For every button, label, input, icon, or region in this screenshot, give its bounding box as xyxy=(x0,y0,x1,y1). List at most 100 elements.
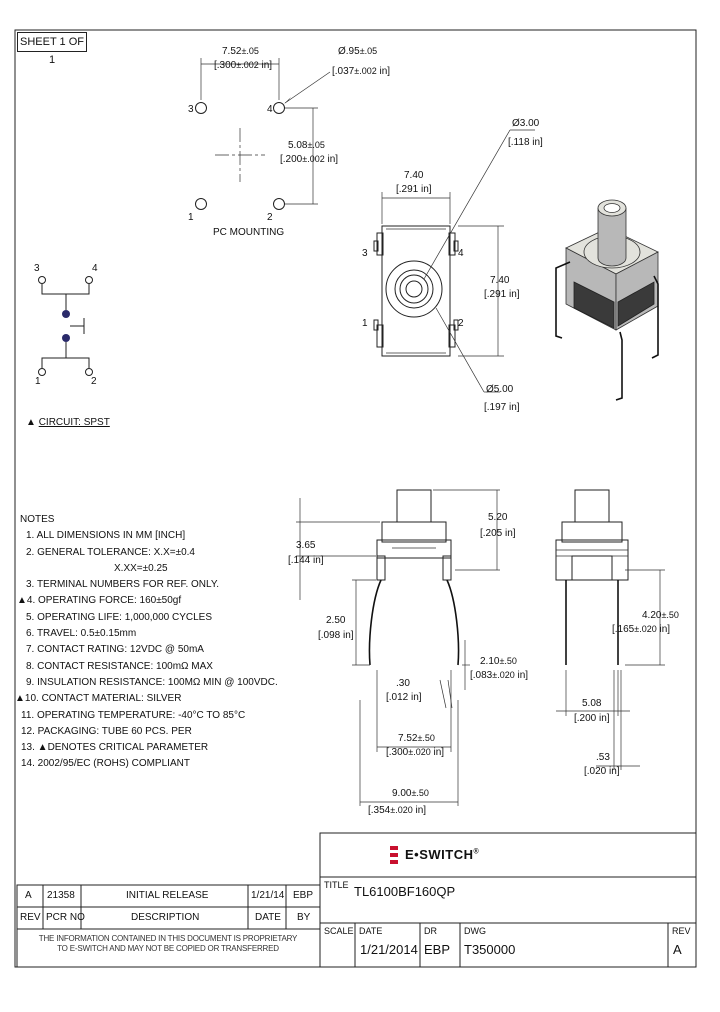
side-pin-length-in: [.098 in] xyxy=(318,630,354,641)
note-item: 6. TRAVEL: 0.5±0.15mm xyxy=(26,628,137,640)
note-item: 12. PACKAGING: TUBE 60 PCS. PER xyxy=(21,725,192,737)
pcb-pitch-y: 5.08±.05 xyxy=(288,140,325,151)
side-pin-offset-in: [.083±.020 in] xyxy=(470,670,529,681)
side-total-height: 5.20 xyxy=(488,512,508,523)
top-height: 7.40 xyxy=(490,275,510,286)
top-height-in: [.291 in] xyxy=(484,289,520,300)
title-value: TL6100BF160QP xyxy=(354,884,456,899)
confidential-notice: THE INFORMATION CONTAINED IN THIS DOCUME… xyxy=(38,934,298,953)
pcb-pin-4: 4 xyxy=(267,104,273,115)
pcb-hole-dia: Ø.95±.05 xyxy=(338,46,378,57)
brand-logo: E•SWITCH® xyxy=(405,847,480,862)
note-item: 8. CONTACT RESISTANCE: 100mΩ MAX xyxy=(26,660,213,672)
title-label: TITLE xyxy=(324,880,349,890)
circuit-pin-1: 1 xyxy=(35,376,41,387)
pcb-hole-dia-in: [.037±.002 in] xyxy=(332,66,391,77)
date-header: DATE xyxy=(255,912,281,923)
pcb-pitch-x: 7.52±.05 xyxy=(222,46,259,57)
notes-heading: NOTES xyxy=(20,514,55,525)
side-pin-spacing-in: [.300±.020 in] xyxy=(386,747,445,758)
circuit-schematic xyxy=(38,276,93,376)
dwg-value: T350000 xyxy=(464,942,516,957)
critical-flag: ▲ xyxy=(15,693,25,705)
top-pin-2: 2 xyxy=(458,318,464,329)
note-item: 5. OPERATING LIFE: 1,000,000 CYCLES xyxy=(26,611,213,623)
rev-header: REV xyxy=(20,912,41,923)
date-value: 1/21/2014 xyxy=(360,942,418,957)
top-pin-4: 4 xyxy=(458,248,464,259)
pcb-hole-1 xyxy=(195,198,207,210)
end-view xyxy=(555,489,665,770)
note-item: 2. GENERAL TOLERANCE: X.X=±0.4 xyxy=(26,546,195,558)
top-width-in: [.291 in] xyxy=(396,184,432,195)
top-width: 7.40 xyxy=(404,170,424,181)
isometric-view xyxy=(555,199,659,401)
dr-value: EBP xyxy=(424,942,451,957)
circuit-pin-4: 4 xyxy=(92,263,98,274)
top-pin-1: 1 xyxy=(362,318,368,329)
side-pin-spacing: 7.52±.50 xyxy=(398,733,435,744)
pcb-footprint xyxy=(195,58,331,210)
pcb-pitch-y-in: [.200±.002 in] xyxy=(280,154,339,165)
notes-block: NOTES 1. ALL DIMENSIONS IN MM [INCH] 2. … xyxy=(15,512,278,773)
cap-dia-in: [.197 in] xyxy=(484,402,520,413)
pcb-mounting-label: PC MOUNTING xyxy=(213,227,285,238)
note-item: 9. INSULATION RESISTANCE: 100MΩ MIN @ 10… xyxy=(26,676,278,688)
title-block-lines xyxy=(16,832,697,968)
side-body-height: 3.65 xyxy=(296,540,316,551)
sheet-border xyxy=(14,29,697,968)
side-total-height-in: [.205 in] xyxy=(480,528,516,539)
note-item: 13. ▲DENOTES CRITICAL PARAMETER xyxy=(21,742,209,754)
dr-label: DR xyxy=(424,926,437,936)
pcb-hole-4 xyxy=(273,102,285,114)
pcb-pitch-x-in: [.300±.002 in] xyxy=(214,60,273,71)
dwg-label: DWG xyxy=(464,926,486,936)
rev-cell: A xyxy=(25,890,32,901)
circuit-label: ▲ CIRCUIT: SPST xyxy=(26,417,110,428)
side-pin-thk: .30 xyxy=(396,678,410,689)
end-pin-spacing: 5.08 xyxy=(582,698,602,709)
end-pin-height-in: [.165±.020 in] xyxy=(612,624,671,635)
pcr-cell: 21358 xyxy=(47,890,75,901)
note-item: 11. OPERATING TEMPERATURE: -40°C TO 85°C xyxy=(21,709,246,721)
scale-label: SCALE xyxy=(324,926,354,936)
sheet-number: SHEET 1 OF 1 xyxy=(17,32,87,66)
pcb-pin-3: 3 xyxy=(188,104,194,115)
by-cell: EBP xyxy=(293,890,314,901)
top-pin-3: 3 xyxy=(362,248,368,259)
pcb-hole-3 xyxy=(195,102,207,114)
side-pin-offset: 2.10±.50 xyxy=(480,656,517,667)
rev-label: REV xyxy=(672,926,691,936)
note-item: ▲10. CONTACT MATERIAL: SILVER xyxy=(15,693,182,705)
note-item: 1. ALL DIMENSIONS IN MM [INCH] xyxy=(26,530,186,542)
note-item: 3. TERMINAL NUMBERS FOR REF. ONLY. xyxy=(26,579,220,591)
circuit-pin-2: 2 xyxy=(91,376,97,387)
side-pin-thk-in: [.012 in] xyxy=(386,692,422,703)
cap-dia: Ø5.00 xyxy=(486,384,514,395)
note-item: X.XX=±0.25 xyxy=(114,562,168,574)
desc-header: DESCRIPTION xyxy=(131,912,200,923)
pcb-pin-1: 1 xyxy=(188,212,194,223)
pcr-header: PCR NO xyxy=(46,912,85,923)
side-overall-width-in: [.354±.020 in] xyxy=(368,805,427,816)
by-header: BY xyxy=(297,912,311,923)
note-item: ▲4. OPERATING FORCE: 160±50gf xyxy=(17,595,182,607)
end-pin-width-in: [.020 in] xyxy=(584,766,620,777)
note-item: 7. CONTACT RATING: 12VDC @ 50mA xyxy=(26,644,204,656)
pcb-pin-2: 2 xyxy=(267,212,273,223)
note-item: 14. 2002/95/EC (ROHS) COMPLIANT xyxy=(21,758,190,770)
side-body-height-in: [.144 in] xyxy=(288,555,324,566)
date-cell: 1/21/14 xyxy=(251,890,285,901)
actuator-dia: Ø3.00 xyxy=(512,118,540,129)
rev-value: A xyxy=(673,942,682,957)
side-pin-length: 2.50 xyxy=(326,615,346,626)
side-view xyxy=(296,489,500,806)
date-label: DATE xyxy=(359,926,383,936)
end-pin-height: 4.20±.50 xyxy=(642,610,679,621)
pcb-hole-2 xyxy=(273,198,285,210)
desc-cell: INITIAL RELEASE xyxy=(126,890,209,901)
end-pin-width: .53 xyxy=(596,752,610,763)
side-overall-width: 9.00±.50 xyxy=(392,788,429,799)
circuit-pin-3: 3 xyxy=(34,263,40,274)
